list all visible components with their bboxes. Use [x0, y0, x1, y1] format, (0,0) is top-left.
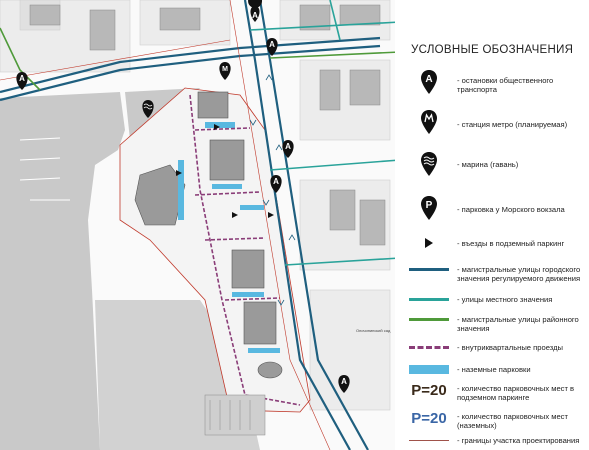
marina-pin-icon	[142, 100, 154, 118]
underground-count-label: P=20	[411, 381, 447, 399]
piers	[19, 137, 70, 201]
svg-text:A: A	[19, 74, 25, 83]
surface-count-label: P=20	[411, 409, 447, 427]
legend-text-p-underground: - количество парковочных мест в подземно…	[457, 384, 575, 403]
legend-text-boundary: - границы участка проектирования	[457, 436, 580, 445]
bus-stop-pin-icon: A	[282, 140, 294, 158]
arterial-line-swatch	[407, 262, 451, 276]
site-plan-map[interactable]: Опочининский сад A A A A A A M P	[0, 0, 400, 450]
bus-stop-pin-icon: A	[407, 68, 451, 96]
legend-title: УСЛОВНЫЕ ОБОЗНАЧЕНИЯ	[411, 44, 574, 56]
svg-text:M: M	[222, 66, 228, 73]
legend-text-surface-parking: - наземные парковки	[457, 365, 531, 374]
parking-pin-icon: P	[407, 194, 451, 222]
legend-text-marina: - марина (гавань)	[457, 160, 519, 169]
legend-text-district: - магистральные улицы районного значения	[457, 315, 579, 334]
legend-row-internal: - внутриквартальные проезды	[407, 340, 589, 354]
map-legend: УСЛОВНЫЕ ОБОЗНАЧЕНИЯ A - остановки общес…	[395, 0, 589, 450]
legend-text-internal: - внутриквартальные проезды	[457, 343, 563, 352]
park-label: Опочининский сад	[356, 328, 391, 333]
svg-text:A: A	[269, 40, 275, 49]
traffic-arrows	[249, 74, 296, 306]
marina-pin-icon	[407, 150, 451, 178]
legend-row-arterial: - магистральные улицы городского значени…	[407, 262, 589, 284]
svg-text:A: A	[341, 377, 347, 386]
legend-text-local: - улицы местного значения	[457, 295, 553, 304]
boundary-line-swatch	[407, 434, 451, 446]
legend-row-metro: - станция метро (планируемая)	[407, 108, 589, 138]
bus-stop-pin-icon: A	[248, 0, 263, 22]
legend-row-marina: - марина (гавань)	[407, 150, 589, 180]
surface-parking	[178, 122, 280, 353]
legend-text-arterial: - магистральные улицы городского значени…	[457, 265, 581, 284]
local-street-line-swatch	[407, 292, 451, 306]
legend-row-underground-entrance: - въезды в подземный паркинг	[407, 236, 589, 250]
district-line-swatch	[407, 312, 451, 326]
surface-parking-swatch	[407, 362, 451, 376]
legend-row-surface-parking: - наземные парковки	[407, 362, 589, 376]
metro-pin-icon: M	[219, 62, 231, 80]
bus-stop-pin-icon: A	[266, 38, 278, 56]
svg-text:A: A	[252, 11, 258, 20]
bus-stop-pin-icon: A	[338, 375, 350, 393]
site-boundary	[0, 0, 331, 450]
svg-text:A: A	[285, 142, 291, 151]
svg-text:P: P	[426, 200, 433, 211]
internal-driveway-swatch	[407, 340, 451, 354]
district-roads	[0, 27, 400, 91]
legend-text-bus-stop: - остановки общественного транспорта	[457, 76, 554, 95]
legend-text-p-surface: - количество парковочных мест (наземных)	[457, 412, 568, 431]
legend-row-boundary: - границы участка проектирования	[407, 434, 589, 448]
ferry-terminal-parking	[204, 394, 266, 436]
existing-buildings	[29, 4, 386, 246]
svg-text:A: A	[425, 74, 432, 85]
project-buildings	[134, 91, 283, 379]
harbor-water	[0, 92, 125, 450]
legend-row-p-surface: P=20 - количество парковочных мест (назе…	[407, 408, 589, 432]
legend-row-bus-stop: A - остановки общественного транспорта	[407, 68, 589, 98]
legend-row-district: - магистральные улицы районного значения	[407, 312, 589, 334]
local-streets	[249, 0, 400, 266]
legend-row-local: - улицы местного значения	[407, 292, 589, 306]
legend-row-p-underground: P=20 - количество парковочных мест в под…	[407, 380, 589, 404]
metro-pin-icon	[407, 108, 451, 136]
underground-entrance-triangle-icon	[407, 236, 451, 250]
legend-text-underground-entrance: - въезды в подземный паркинг	[457, 239, 565, 248]
legend-row-parking: P - парковка у Морского вокзала	[407, 194, 589, 224]
underground-entrances	[176, 124, 274, 218]
legend-text-parking: - парковка у Морского вокзала	[457, 205, 565, 214]
bus-stop-pins: A A A A A A	[16, 0, 350, 393]
legend-text-metro: - станция метро (планируемая)	[457, 120, 568, 129]
bus-stop-pin-icon: A	[16, 72, 28, 90]
svg-text:A: A	[273, 177, 279, 186]
bus-stop-pin-icon: A	[270, 175, 282, 193]
